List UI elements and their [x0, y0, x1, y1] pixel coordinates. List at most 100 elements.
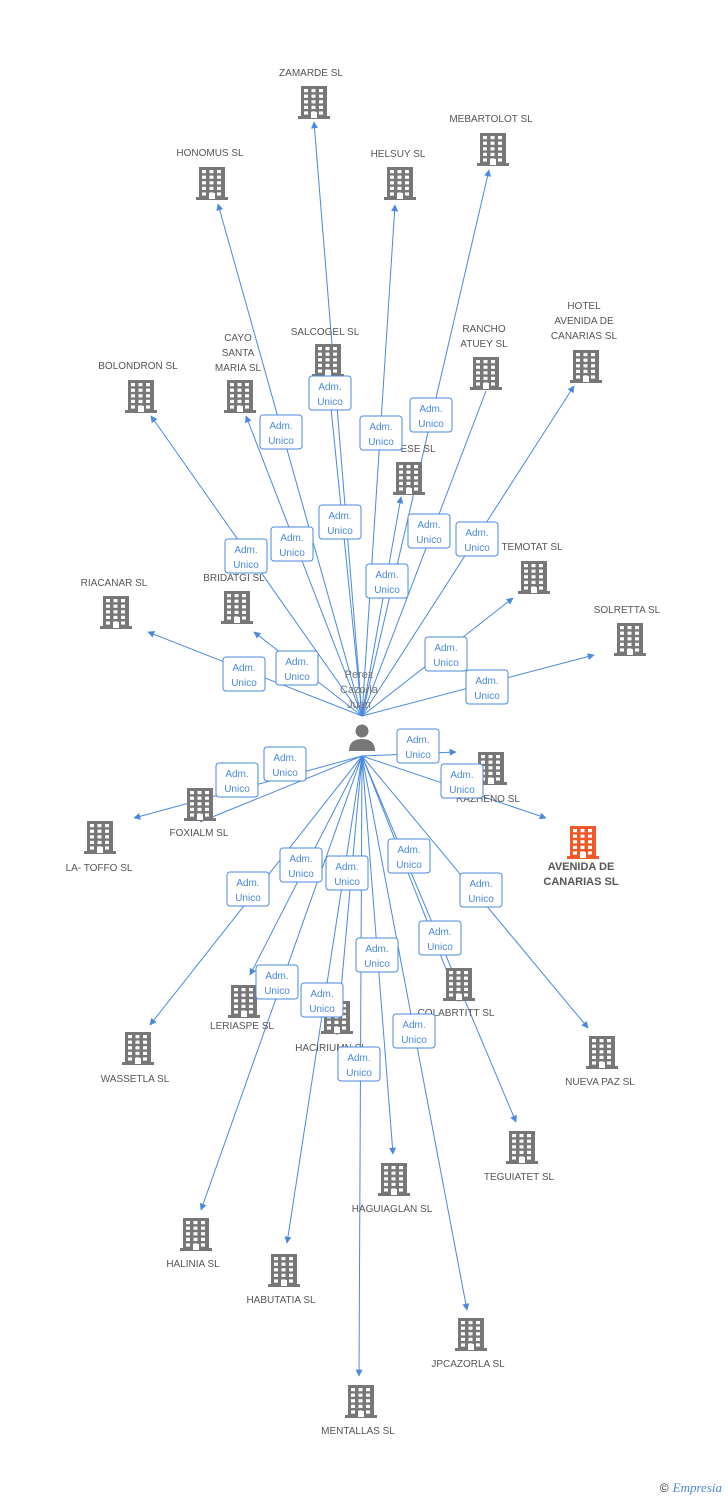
company-name: TEGUIATET SL: [484, 1172, 555, 1183]
role-label: Adm.Unico: [325, 855, 369, 891]
role-label-line1: Adm.: [402, 1020, 425, 1031]
role-label: Adm. Unico: [222, 656, 266, 692]
company-node-teguiatet-sl[interactable]: TEGUIATET SL: [484, 1131, 555, 1183]
role-label-line2: Unico: [433, 658, 459, 669]
company-name: ZAMARDE SL: [279, 68, 343, 79]
role-label-line2: Unico: [268, 436, 294, 447]
company-node-halinia-sl[interactable]: HALINIA SL: [166, 1218, 220, 1270]
building-icon: [84, 821, 116, 854]
company-node-helsuy-sl[interactable]: HELSUY SL: [371, 149, 426, 200]
company-node-haguiaglan-sl[interactable]: HAGUIAGLAN SL: [352, 1163, 433, 1215]
role-label-line2: Unico: [418, 419, 444, 430]
role-label: Adm.Unico: [279, 847, 323, 883]
company-name-line: SOLRETTA SL: [594, 605, 661, 616]
relation-labels-layer: Adm.UnicoAdm.UnicoAdm.UnicoAdm.UnicoAdm.…: [215, 375, 509, 1082]
company-node-jpcazorla-sl[interactable]: JPCAZORLA SL: [431, 1318, 505, 1370]
role-label: Adm.Unico: [224, 538, 268, 574]
role-label-line2: Unico: [284, 672, 310, 683]
building-icon: [268, 1254, 300, 1287]
company-node-mentallas-sl[interactable]: MENTALLAS SL: [321, 1385, 395, 1437]
role-label-line1: Adm.: [428, 927, 451, 938]
company-node-foxialm-sl[interactable]: FOXIALM SL: [170, 788, 229, 839]
role-label-line2: Unico: [396, 860, 422, 871]
company-node-temotat-sl[interactable]: TEMOTAT SL: [501, 542, 563, 594]
company-node-bridatgi-sl[interactable]: BRIDATGI SL: [203, 573, 265, 624]
company-name: BOLONDRON SL: [98, 361, 178, 372]
role-label-line2: Unico: [231, 678, 257, 689]
company-node-riacanar-sl[interactable]: RIACANAR SL: [81, 578, 148, 629]
role-label-line2: Unico: [374, 585, 400, 596]
company-node-zamarde-sl[interactable]: ZAMARDE SL: [279, 68, 343, 119]
edge-mebartolot-sl: [361, 169, 491, 717]
company-name: NUEVA PAZ SL: [565, 1077, 635, 1088]
person-name-line: Juan: [347, 699, 371, 711]
company-node-honomus-sl[interactable]: HONOMUS SL: [176, 148, 244, 200]
role-label-line1: Adm.: [285, 657, 308, 668]
company-name: LERIASPE SL: [210, 1021, 274, 1032]
company-node-la-toffo-sl[interactable]: LA- TOFFO SL: [66, 821, 133, 874]
footer-brand[interactable]: ©Empresia: [660, 1480, 722, 1496]
role-label-line1: Adm.: [232, 663, 255, 674]
company-name: COLABRTITT SL: [418, 1008, 495, 1019]
company-name-line: HAGUIAGLAN SL: [352, 1204, 433, 1215]
building-icon: [567, 826, 599, 859]
role-label: Adm.Unico: [407, 513, 451, 549]
company-node-solretta-sl[interactable]: SOLRETTA SL: [594, 605, 661, 656]
role-label-line1: Adm.: [335, 862, 358, 873]
role-label: Adm.Unico: [387, 838, 431, 874]
company-name-line: HALINIA SL: [166, 1259, 220, 1270]
company-node-habutatia-sl[interactable]: HABUTATIA SL: [246, 1254, 316, 1306]
role-label: Adm.Unico: [459, 872, 503, 908]
building-icon: [224, 380, 256, 413]
role-label-line1: Adm.: [375, 570, 398, 581]
company-name-line: ZAMARDE SL: [279, 68, 343, 79]
company-node-nueva-paz-sl[interactable]: NUEVA PAZ SL: [565, 1036, 635, 1088]
role-label-line2: Unico: [272, 768, 298, 779]
role-label: Adm. Unico: [365, 563, 409, 599]
company-node-leriaspe-sl[interactable]: LERIASPE SL: [210, 985, 274, 1032]
person-name-line: Cazorla: [340, 684, 379, 696]
role-label-line1: Adm.: [265, 971, 288, 982]
building-icon: [100, 596, 132, 629]
building-icon: [393, 462, 425, 495]
company-name: RIACANAR SL: [81, 578, 148, 589]
company-name-line: JPCAZORLA SL: [431, 1359, 505, 1370]
role-label-line1: Adm.: [434, 643, 457, 654]
role-label-line1: Adm.: [269, 421, 292, 432]
role-label-line1: Adm.: [475, 676, 498, 687]
company-node-ese-sl[interactable]: ESE SL: [393, 444, 436, 495]
role-label-line2: Unico: [327, 526, 353, 537]
company-name: HAGUIAGLAN SL: [352, 1204, 433, 1215]
building-icon: [570, 350, 602, 383]
role-label: Adm. Unico: [465, 669, 509, 705]
company-name: HONOMUS SL: [176, 148, 244, 159]
company-node-mebartolot-sl[interactable]: MEBARTOLOT SL: [449, 114, 533, 166]
company-node-wassetla-sl[interactable]: WASSETLA SL: [101, 1032, 170, 1085]
role-label: Adm.Unico: [337, 1046, 381, 1082]
role-label-line2: Unico: [279, 548, 305, 559]
edge-salcogel-sl: [327, 377, 363, 717]
role-label: Adm.Unico: [215, 762, 259, 798]
building-icon: [384, 167, 416, 200]
building-icon: [298, 86, 330, 119]
company-name-line: FOXIALM SL: [170, 828, 229, 839]
role-label-line2: Unico: [364, 959, 390, 970]
edge-helsuy-sl: [361, 204, 399, 717]
person-name-line: Perez: [345, 669, 374, 681]
company-name: TEMOTAT SL: [501, 542, 563, 553]
role-label-line1: Adm.: [310, 989, 333, 1000]
building-icon: [345, 1385, 377, 1418]
company-name-line: SALCOGEL SL: [291, 327, 360, 338]
company-node-bolondron-sl[interactable]: BOLONDRON SL: [98, 361, 178, 413]
company-node-salcogel-sl[interactable]: SALCOGEL SL: [291, 327, 360, 377]
role-label-line2: Unico: [405, 750, 431, 761]
company-node-colabrtitt-sl[interactable]: COLABRTITT SL: [418, 968, 495, 1019]
role-label-line2: Unico: [474, 691, 500, 702]
